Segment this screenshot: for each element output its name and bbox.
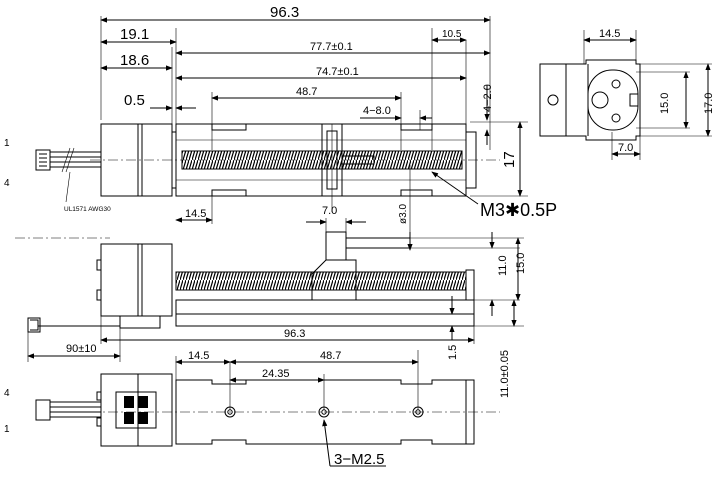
pin-4-label: 4 [4,178,10,189]
dim-overall-length: 96.3 [270,4,299,21]
top-view: 96.3 19.1 18.6 0.5 10.5 77.7±0.1 74.7±0.… [4,4,557,251]
dim-96-3-side: 96.3 [284,328,305,340]
dim-14-5-top: 14.5 [185,208,206,220]
dim-diameter-3: ø3.0 [398,204,409,224]
end-view: 14.5 15.0 17.0 7.0 [539,28,715,160]
dim-77-7: 77.7±0.1 [310,41,353,53]
dim-19-1: 19.1 [120,26,149,43]
dim-17: 17 [501,151,518,168]
dim-0-5: 0.5 [124,92,145,109]
dim-14-5-end: 14.5 [599,28,620,40]
dim-7-end: 7.0 [618,142,633,154]
lead-screw-side [175,271,467,291]
dim-1-5-side: 1.5 [447,345,459,360]
thread-label: M3✱0.5P [480,200,557,220]
wire-label: UL1571 AWG30 [64,206,111,213]
dim-11-side: 11.0 [497,255,509,276]
dim-17-end: 17.0 [703,93,715,114]
pin-1-label: 1 [4,138,10,149]
dim-18-6: 18.6 [120,52,149,69]
dim-24-35-bottom: 24.35 [262,368,290,380]
dim-4-2: 4−2.0 [482,84,494,112]
dim-48-7: 48.7 [296,86,317,98]
bottom-view: 14.5 48.7 24.35 1 4 [4,350,500,468]
pin-4-bottom: 4 [4,388,10,399]
holes-label: 3−M2.5 [334,451,384,468]
dim-11-tol-side: 11.0±0.05 [499,350,511,398]
dim-90-side: 90±10 [66,343,97,355]
dim-10-5: 10.5 [442,29,462,40]
dim-7-side: 7.0 [322,205,337,217]
dim-15-end: 15.0 [659,93,671,114]
dim-48-7-bottom: 48.7 [320,350,341,362]
side-view: 7.0 11.0 15.0 96.3 90±10 1.5 11.0±0.05 [15,205,527,398]
pin-1-bottom: 1 [4,424,10,435]
dim-15-side: 15.0 [515,253,527,274]
dim-4-8: 4−8.0 [363,105,391,117]
dim-74-7: 74.7±0.1 [316,66,359,78]
dim-14-5-bottom: 14.5 [188,350,209,362]
